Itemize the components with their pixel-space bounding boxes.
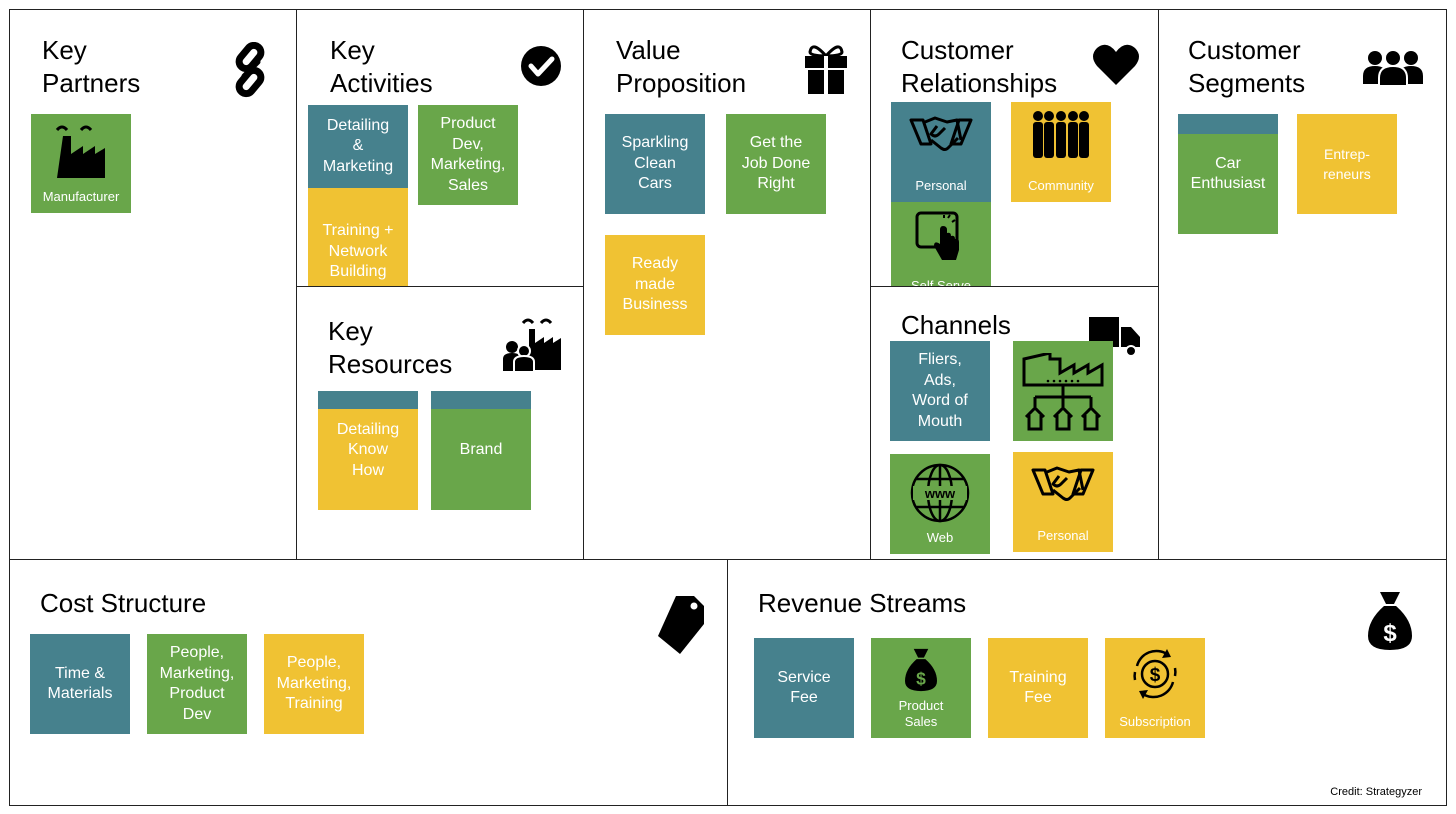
handshake-icon bbox=[1013, 460, 1113, 508]
note-fliers-ads: Fliers, Ads, Word of Mouth bbox=[890, 341, 990, 441]
note-job-done-right: Get the Job Done Right bbox=[726, 114, 826, 214]
factory-icon bbox=[31, 122, 131, 180]
svg-text:$: $ bbox=[1150, 665, 1161, 686]
group-icon bbox=[1363, 48, 1423, 91]
note-entrepreneurs: Entrep- reneurs bbox=[1297, 114, 1397, 214]
note-sparkling-clean-cars: Sparkling Clean Cars bbox=[605, 114, 705, 214]
checkmark-icon bbox=[520, 45, 562, 92]
note-personal-relationship: Personal bbox=[891, 102, 991, 202]
money-bag-icon: $ bbox=[871, 646, 971, 694]
customer-relationships-title: Customer Relationships bbox=[901, 35, 1058, 98]
people-factory-icon bbox=[501, 317, 563, 378]
gift-icon bbox=[804, 44, 848, 99]
distribution-icon bbox=[1018, 333, 1108, 450]
crowd-icon bbox=[1011, 110, 1111, 160]
note-tab-strip bbox=[1178, 114, 1278, 134]
money-bag-icon: $ bbox=[1368, 590, 1412, 657]
revenue-streams-block: Revenue Streams $ Service Fee $ Product … bbox=[727, 559, 1447, 806]
cost-structure-title: Cost Structure bbox=[40, 588, 207, 618]
note-manufacturer-label: Manufacturer bbox=[42, 189, 120, 204]
svg-text:www: www bbox=[924, 486, 956, 501]
cost-structure-block: Cost Structure Time & Materials People, … bbox=[9, 559, 729, 806]
key-partners-title: Key Partners bbox=[42, 35, 141, 98]
key-resources-block: Key Resources Detailing Know How Brand bbox=[296, 286, 585, 561]
note-training-network: Training + Network Building bbox=[308, 188, 408, 288]
heart-icon bbox=[1093, 44, 1139, 91]
revenue-streams-title: Revenue Streams bbox=[758, 588, 967, 618]
note-community-label: Community bbox=[1028, 178, 1094, 193]
note-people-marketing-product: People, Marketing, Product Dev bbox=[147, 634, 247, 734]
note-ready-made-business: Ready made Business bbox=[605, 235, 705, 335]
note-service-fee: Service Fee bbox=[754, 638, 854, 738]
note-subscription-label: Subscription bbox=[1119, 714, 1191, 729]
note-product-sales-label: Product Sales bbox=[898, 698, 944, 729]
handshake-icon bbox=[891, 110, 991, 158]
svg-text:$: $ bbox=[916, 669, 926, 689]
channels-title: Channels bbox=[901, 310, 1011, 340]
www-globe-icon: www bbox=[890, 462, 990, 524]
note-personal-channel-label: Personal bbox=[1037, 528, 1089, 543]
note-community: Community bbox=[1011, 102, 1111, 202]
key-activities-block: Key Activities Training + Network Buildi… bbox=[296, 9, 585, 288]
note-brand: Brand bbox=[431, 391, 531, 510]
note-personal-relationship-label: Personal bbox=[915, 178, 967, 193]
customer-relationships-block: Customer Relationships Personal Communit… bbox=[870, 9, 1160, 302]
customer-segments-block: Customer Segments Car Enthusiast Entrep-… bbox=[1158, 9, 1447, 561]
note-web-label: Web bbox=[926, 530, 954, 545]
note-tab-strip bbox=[318, 391, 418, 409]
note-web: www Web bbox=[890, 454, 990, 554]
note-time-materials: Time & Materials bbox=[30, 634, 130, 734]
note-product-dev: Product Dev, Marketing, Sales bbox=[418, 105, 518, 205]
svg-text:$: $ bbox=[1383, 620, 1397, 647]
value-proposition-title: Value Proposition bbox=[616, 35, 747, 98]
note-manufacturer: Manufacturer bbox=[31, 114, 131, 213]
note-personal-channel: Personal bbox=[1013, 452, 1113, 552]
credit-text: Credit: Strategyzer bbox=[1330, 786, 1422, 798]
note-detailing-know-how: Detailing Know How bbox=[318, 391, 418, 510]
note-subscription: $ Subscription bbox=[1105, 638, 1205, 738]
note-car-enthusiast: Car Enthusiast bbox=[1178, 114, 1278, 234]
note-training-fee: Training Fee bbox=[988, 638, 1088, 738]
note-product-sales: $ Product Sales bbox=[871, 638, 971, 738]
customer-segments-title: Customer Segments bbox=[1188, 35, 1306, 98]
note-self-serve: Self Serve bbox=[891, 202, 991, 302]
key-resources-title: Key Resources bbox=[328, 316, 453, 379]
key-activities-title: Key Activities bbox=[330, 35, 433, 98]
link-icon bbox=[228, 41, 274, 103]
touchscreen-icon bbox=[891, 210, 991, 264]
key-partners-block: Key Partners Manufacturer bbox=[9, 9, 298, 561]
note-tab-strip bbox=[431, 391, 531, 409]
price-tag-icon bbox=[656, 594, 704, 661]
value-proposition-block: Value Proposition Sparkling Clean Cars G… bbox=[583, 9, 872, 561]
note-detailing-marketing: Detailing & Marketing bbox=[308, 105, 408, 188]
note-distribution bbox=[1013, 341, 1113, 441]
recurring-dollar-icon: $ bbox=[1105, 646, 1205, 702]
note-people-marketing-training: People, Marketing, Training bbox=[264, 634, 364, 734]
channels-block: Channels Fliers, Ads, Word of Mouth www … bbox=[870, 286, 1160, 561]
